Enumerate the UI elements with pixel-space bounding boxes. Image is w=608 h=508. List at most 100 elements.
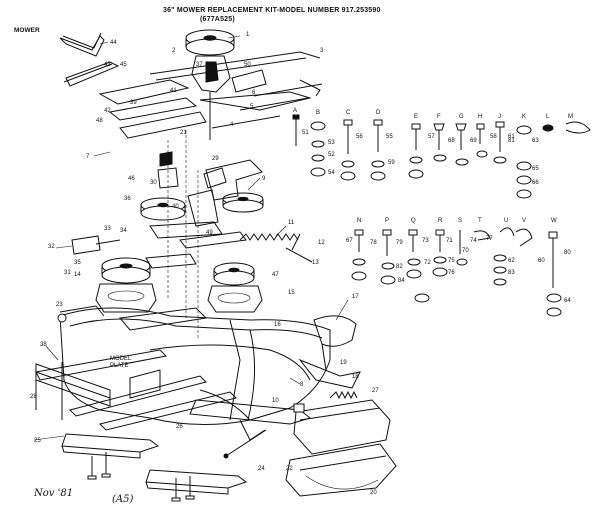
upper-bracket-plates [98,51,321,139]
adjust-rods [211,79,323,129]
svg-text:P: P [385,218,389,224]
svg-text:15: 15 [288,290,295,296]
extension-spring [239,233,313,263]
svg-text:19: 19 [340,360,347,366]
svg-text:51: 51 [302,130,309,136]
center-brackets [119,221,247,331]
svg-text:32: 32 [48,244,55,250]
svg-text:M: M [568,114,573,120]
svg-text:17: 17 [352,294,359,300]
svg-text:F: F [437,114,441,120]
svg-text:49: 49 [206,230,213,236]
svg-text:39: 39 [130,100,137,106]
svg-text:R: R [438,218,443,224]
diagram-title: 36" MOWER REPLACEMENT KIT-MODEL NUMBER 9… [163,7,381,14]
svg-text:29: 29 [212,156,219,162]
svg-text:46: 46 [128,176,135,182]
svg-text:30: 30 [150,180,157,186]
idler-pulley-right [222,192,264,213]
svg-text:56: 56 [356,134,363,140]
center-spindle-shafts [157,130,227,340]
svg-text:74: 74 [470,238,477,244]
svg-text:55: 55 [386,134,393,140]
front-lift-links [35,349,237,431]
code-note: (A5) [112,494,133,505]
svg-text:26: 26 [176,424,183,430]
svg-text:33: 33 [104,226,111,232]
svg-text:78: 78 [370,240,377,246]
svg-text:N: N [357,218,361,224]
svg-text:3: 3 [320,48,324,54]
hardware-letter-labels: A B C D E F G H J K L M N P Q R S T U V … [293,108,573,224]
svg-text:57: 57 [428,134,435,140]
svg-text:36: 36 [124,196,131,202]
svg-text:A: A [293,108,297,114]
svg-text:8: 8 [300,382,304,388]
svg-text:J: J [498,114,501,120]
svg-text:45: 45 [120,62,127,68]
svg-text:73: 73 [422,238,429,244]
svg-text:31: 31 [64,270,71,276]
svg-text:U: U [504,218,508,224]
section-label: MOWER [14,27,40,34]
svg-text:43: 43 [104,62,111,68]
svg-text:T: T [478,218,482,224]
kit-number: (677A525) [200,16,235,23]
hardware-column-set-1 [292,114,591,199]
svg-text:83: 83 [508,270,515,276]
svg-text:B: B [316,110,320,116]
svg-text:53: 53 [328,140,335,146]
part-callout-labels: 1 2 3 4 5 6 7 8 9 10 11 12 13 14 15 16 1… [30,32,379,496]
discharge-chute-assembly [285,315,397,497]
svg-text:42: 42 [104,108,111,114]
svg-text:11: 11 [288,220,295,226]
svg-text:38: 38 [40,342,47,348]
svg-text:20: 20 [370,490,377,496]
svg-text:82: 82 [396,264,403,270]
svg-text:58: 58 [490,134,497,140]
model-plate-label: MODEL PLATE [110,356,132,369]
center-spindle-pulley [207,262,263,313]
svg-text:MODEL: MODEL [110,356,132,362]
svg-text:24: 24 [258,466,265,472]
hardware-column-set-2 [351,227,562,317]
svg-text:52: 52 [328,152,335,158]
svg-text:63: 63 [532,138,539,144]
svg-text:59: 59 [388,160,395,166]
svg-text:23: 23 [56,302,63,308]
svg-text:G: G [459,114,464,120]
svg-text:35: 35 [74,260,81,266]
date-note: Nov '81 [33,488,73,499]
svg-text:37: 37 [196,62,203,68]
svg-text:62: 62 [508,258,515,264]
svg-text:W: W [551,218,557,224]
svg-text:64: 64 [564,298,571,304]
svg-text:E: E [414,114,418,120]
svg-text:4: 4 [230,122,234,128]
svg-text:28: 28 [30,394,37,400]
svg-text:84: 84 [398,278,405,284]
svg-text:D: D [376,110,381,116]
svg-text:47: 47 [272,272,279,278]
svg-text:41: 41 [170,88,177,94]
svg-text:70: 70 [462,248,469,254]
svg-text:2: 2 [172,48,176,54]
hardware-number-labels: 51 52 53 54 55 56 57 58 59 60 61 62 63 6… [302,130,571,304]
left-spindle-pulley [95,257,157,313]
svg-text:81: 81 [508,138,515,144]
svg-text:72: 72 [424,260,431,266]
svg-text:7: 7 [86,154,90,160]
idler-arm-bracket [187,159,263,227]
svg-text:79: 79 [396,240,403,246]
svg-text:S: S [458,218,462,224]
svg-text:80: 80 [564,250,571,256]
svg-text:21: 21 [180,130,187,136]
svg-text:10: 10 [272,398,279,404]
svg-text:16: 16 [274,322,281,328]
svg-text:PLATE: PLATE [110,363,129,369]
svg-text:71: 71 [446,238,453,244]
svg-text:K: K [522,114,526,120]
svg-text:Q: Q [411,218,416,224]
svg-text:76: 76 [448,270,455,276]
